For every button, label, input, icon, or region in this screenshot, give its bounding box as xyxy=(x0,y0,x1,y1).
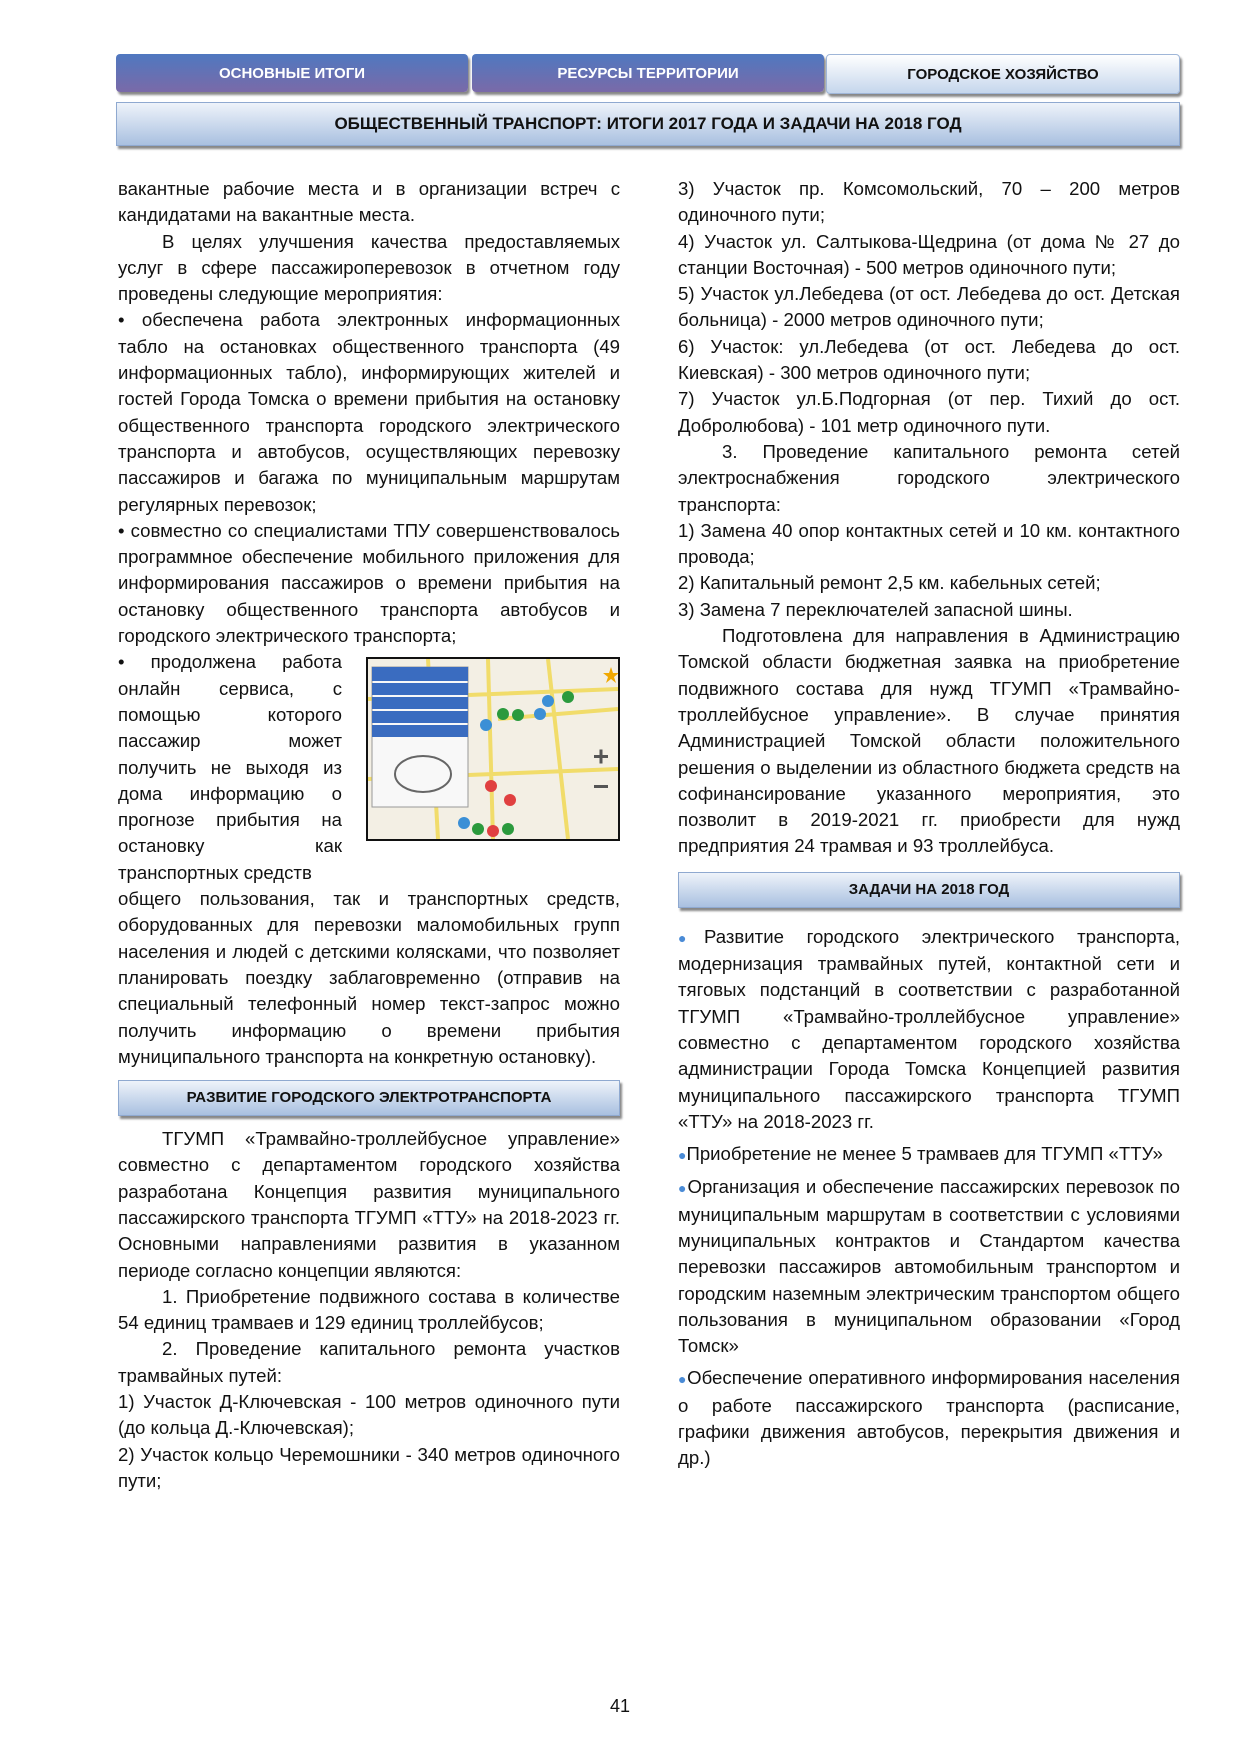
task-text: Развитие городского электрического транс… xyxy=(678,925,1180,1132)
paragraph: 7) Участок ул.Б.Подгорная (от пер. Тихий… xyxy=(678,388,1180,436)
task-text: Приобретение не менее 5 трамваев для ТГУ… xyxy=(686,1143,1163,1165)
bullet-item: • продолжена работа онлайн сервиса, с по… xyxy=(118,651,342,883)
paragraph: 6) Участок: ул.Лебедева (от ост. Лебедев… xyxy=(678,335,1180,384)
paragraph: 2. Проведение капитального ремонта участ… xyxy=(118,1338,620,1386)
tab-main-results[interactable]: ОСНОВНЫЕ ИТОГИ xyxy=(116,54,468,92)
tab-territory-resources[interactable]: РЕСУРСЫ ТЕРРИТОРИИ xyxy=(472,54,824,92)
paragraph: 1. Приобретение подвижного состава в кол… xyxy=(118,1285,620,1334)
paragraph: 3) Замена 7 переключателей запасной шины… xyxy=(678,598,1073,620)
task-item: ●Приобретение не менее 5 трамваев для ТГ… xyxy=(678,1141,1180,1168)
task-text: Обеспечение оперативного информирования … xyxy=(678,1367,1180,1469)
task-item: ●Развитие городского электрического тран… xyxy=(678,924,1180,1135)
left-column: вакантные рабочие места и в организации … xyxy=(118,176,620,1494)
paragraph: 5) Участок ул.Лебедева (от ост. Лебедева… xyxy=(678,283,1180,331)
section-heading: ЗАДАЧИ НА 2018 ГОД xyxy=(678,871,1180,908)
task-text: Организация и обеспечение пассажирских п… xyxy=(678,1176,1180,1357)
online-service-map-image xyxy=(366,657,620,842)
section-heading: РАЗВИТИЕ ГОРОДСКОГО ЭЛЕКТРОТРАНСПОРТА xyxy=(118,1080,620,1117)
task-item: ●Обеспечение оперативного информирования… xyxy=(678,1365,1180,1471)
bullet-text: обеспечена работа электронных информацио… xyxy=(118,309,620,515)
bullet-icon: ● xyxy=(678,929,704,946)
tab-city-economy[interactable]: ГОРОДСКОЕ ХОЗЯЙСТВО xyxy=(826,54,1180,94)
paragraph: 3. Проведение капитального ремонта сетей… xyxy=(678,440,1180,515)
bullet-item: • обеспечена работа электронных информац… xyxy=(118,309,620,515)
paragraph: 2) Участок кольцо Черемошники - 340 метр… xyxy=(118,1443,620,1491)
bullet-item: • совместно со специалистами ТПУ соверше… xyxy=(118,519,620,647)
paragraph: 1) Замена 40 опор контактных сетей и 10 … xyxy=(678,519,1180,568)
paragraph: 1) Участок Д-Ключевская - 100 метров оди… xyxy=(118,1391,620,1439)
paragraph: В целях улучшения качества предоставляем… xyxy=(118,230,620,305)
page-number: 41 xyxy=(609,1696,631,1716)
bullet-icon: ● xyxy=(678,1147,687,1164)
paragraph: 2) Капитальный ремонт 2,5 км. кабельных … xyxy=(678,572,1101,594)
right-column: 3) Участок пр. Комсомольский, 70 – 200 м… xyxy=(678,176,1180,1472)
bullet-text: продолжена работа онлайн сервиса, с помо… xyxy=(118,651,342,883)
paragraph: 3) Участок пр. Комсомольский, 70 – 200 м… xyxy=(678,178,1180,226)
paragraph: общего пользования, так и транспортных с… xyxy=(118,888,620,1067)
paragraph: ТГУМП «Трамвайно-троллейбусное управлени… xyxy=(118,1128,620,1281)
bullet-icon: ● xyxy=(678,1371,688,1388)
paragraph: вакантные рабочие места и в организации … xyxy=(118,178,620,226)
page-title: ОБЩЕСТВЕННЫЙ ТРАНСПОРТ: ИТОГИ 2017 ГОДА … xyxy=(116,102,1180,146)
bullet-text: совместно со специалистами ТПУ совершенс… xyxy=(118,519,620,647)
bullet-icon: ● xyxy=(678,1180,688,1197)
paragraph: 4) Участок ул. Салтыкова-Щедрина (от дом… xyxy=(678,230,1180,278)
paragraph: Подготовлена для направления в Администр… xyxy=(678,625,1180,857)
task-item: ●Организация и обеспечение пассажирских … xyxy=(678,1174,1180,1359)
